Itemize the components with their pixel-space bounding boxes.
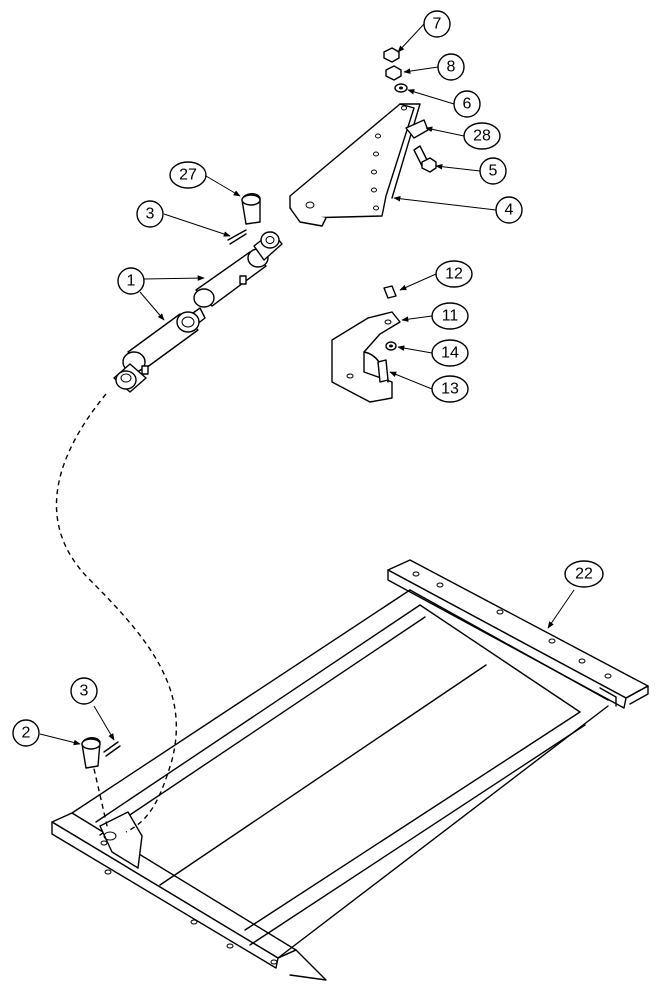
hardware-top [383, 47, 437, 173]
callout-3-top-label: 3 [146, 206, 155, 223]
callout-2-label: 2 [22, 725, 31, 742]
callout-13-label: 13 [441, 381, 459, 398]
callout-11-label: 11 [442, 308, 459, 325]
callout-11: 11 [431, 302, 469, 330]
callout-27-label: 27 [179, 167, 197, 184]
callout-8-label: 8 [447, 59, 456, 76]
callout-5-label: 5 [489, 163, 498, 180]
callout-12: 12 [435, 260, 473, 288]
valve-bracket [331, 285, 401, 403]
callout-13: 13 [431, 375, 469, 403]
callout-1-label: 1 [127, 273, 136, 290]
callout-4-label: 4 [505, 202, 514, 219]
callouts: 7 8 6 28 5 4 27 3 1 12 11 14 13 22 3 2 [12, 10, 604, 747]
leader-lines [39, 23, 575, 746]
callout-22: 22 [564, 560, 604, 588]
hose-path [55, 393, 177, 833]
callout-5: 5 [479, 157, 507, 185]
callout-3-bottom: 3 [70, 677, 98, 705]
frame-assembly [51, 559, 649, 981]
callout-7-label: 7 [433, 16, 442, 33]
callout-28: 28 [463, 122, 501, 150]
callout-22-label: 22 [575, 566, 593, 583]
callout-1: 1 [117, 267, 145, 295]
pivot-bracket [289, 103, 429, 227]
callout-27: 27 [169, 161, 207, 189]
pin-drop-line [91, 759, 109, 831]
callout-6-label: 6 [463, 96, 472, 113]
callout-14: 14 [431, 339, 469, 367]
callout-4: 4 [495, 196, 523, 224]
callout-7: 7 [423, 10, 451, 38]
pins-and-clips [81, 193, 261, 769]
callout-2: 2 [12, 719, 40, 747]
callout-8: 8 [437, 53, 465, 81]
callout-28-label: 28 [473, 128, 491, 145]
hydraulic-cylinder [113, 231, 283, 393]
callout-3-top: 3 [136, 200, 164, 228]
callout-14-label: 14 [441, 345, 459, 362]
callout-3-bottom-label: 3 [80, 683, 89, 700]
callout-12-label: 12 [445, 266, 463, 283]
callout-6: 6 [453, 90, 481, 118]
